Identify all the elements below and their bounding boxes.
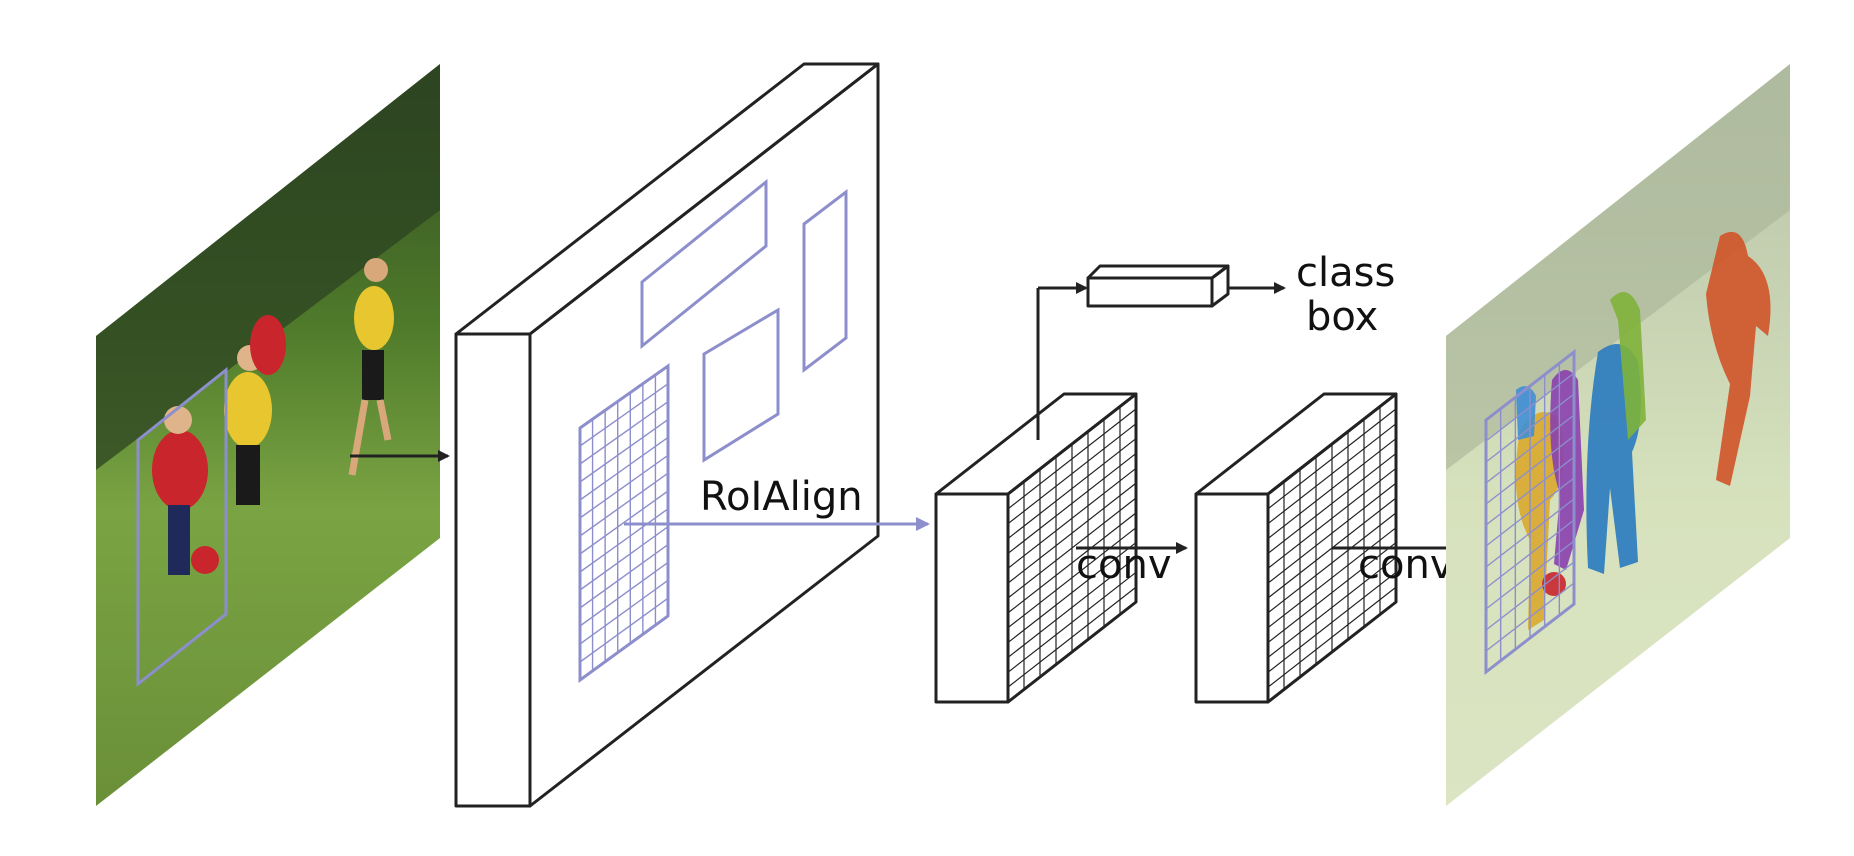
grid-line (1267, 556, 1397, 658)
roi-grid (578, 363, 670, 683)
grid-line (579, 508, 669, 573)
grid-line (579, 579, 669, 645)
grid-line (1485, 393, 1575, 463)
grid-line (1267, 438, 1397, 540)
fc-layer-box (1086, 276, 1214, 308)
grid-line (1485, 582, 1575, 652)
output-image (1446, 64, 1790, 806)
conv-label-1: conv (1076, 542, 1172, 588)
grid-line (1007, 438, 1137, 540)
class-label: class (1296, 250, 1395, 296)
grid-line (579, 544, 669, 609)
conv-label-2: conv (1358, 542, 1454, 588)
grid-line (579, 561, 669, 627)
class-box-head: class box (1036, 250, 1395, 440)
grid-line (579, 526, 669, 591)
grid-line (1007, 586, 1137, 688)
grid-line (579, 436, 669, 501)
grid-line (1267, 408, 1397, 510)
grid-line (579, 419, 669, 483)
player-figures (152, 258, 394, 575)
grid-line (1007, 571, 1137, 673)
grid-line (1007, 467, 1137, 569)
output-mask-grid (1484, 348, 1576, 676)
grid-line (1267, 467, 1397, 569)
grid-line (1485, 414, 1575, 484)
backbone-feature-map: RoIAlign (454, 62, 930, 808)
grid-line (1267, 586, 1397, 688)
conv-block-1 (934, 392, 1138, 704)
grid-line (1007, 408, 1137, 510)
grid-line (1267, 527, 1397, 629)
grid-line (1485, 540, 1575, 610)
grid-line (1267, 452, 1397, 554)
grid-line (1007, 482, 1137, 584)
grid-line (1007, 452, 1137, 554)
grid-line (1485, 519, 1575, 589)
grid-line (1485, 498, 1575, 568)
input-roi-box (136, 366, 228, 688)
conv-block-2 (1194, 392, 1398, 704)
grid-line (1485, 561, 1575, 631)
grid-line (1007, 423, 1137, 525)
box-label: box (1306, 294, 1378, 340)
grid-line (1267, 423, 1397, 525)
grid-line (1007, 512, 1137, 614)
grid-line (579, 454, 669, 519)
grid-line (1267, 482, 1397, 584)
grid-line (1485, 477, 1575, 547)
grid-line (1007, 556, 1137, 658)
grid-line (579, 401, 669, 465)
input-image (96, 64, 450, 806)
grid-line (1485, 456, 1575, 526)
grid-line (579, 383, 669, 447)
grid-line (579, 597, 669, 663)
grid-line (1267, 512, 1397, 614)
grid-line (1007, 497, 1137, 599)
proposal-box-2 (802, 188, 848, 374)
grid-line (1267, 571, 1397, 673)
grid-line (1007, 527, 1137, 629)
grid-line (579, 472, 669, 537)
proposal-box-1 (640, 178, 768, 350)
roialign-label: RoIAlign (700, 474, 863, 520)
grid-line (1485, 372, 1575, 442)
proposal-box-3 (702, 307, 780, 463)
grid-line (1007, 542, 1137, 644)
grid-line (1485, 435, 1575, 505)
grid-line (1267, 542, 1397, 644)
